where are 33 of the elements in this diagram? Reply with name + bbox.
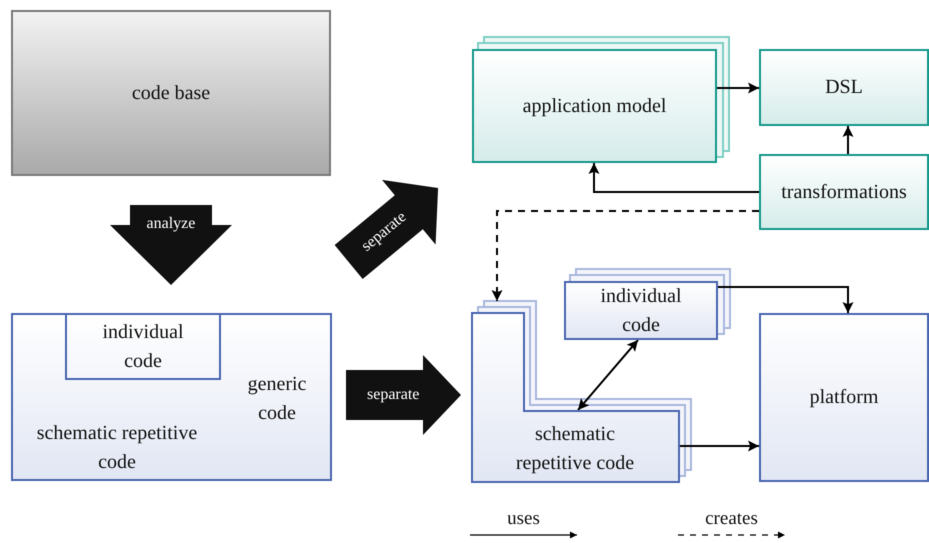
node-label: individual code <box>101 320 185 374</box>
arrow <box>718 286 854 313</box>
node-label: individual code <box>599 284 683 338</box>
process-box <box>759 49 929 126</box>
code-region <box>65 315 221 380</box>
node-label: DSL <box>825 75 863 100</box>
process-box <box>759 313 929 482</box>
edge-label: analyze <box>146 215 196 233</box>
node-label: code base <box>132 80 210 106</box>
process-box <box>11 10 331 176</box>
arrow <box>577 339 639 411</box>
node-label: application model <box>522 94 666 118</box>
node-label: schematic repetitive code <box>36 421 198 475</box>
node-label: platform <box>810 385 878 410</box>
block-arrow <box>334 180 438 279</box>
arrow <box>717 82 759 94</box>
edge-label: separate <box>367 386 420 404</box>
node-label: generic code <box>246 372 308 426</box>
block-arrow <box>346 355 461 435</box>
node-label: transformations <box>781 180 907 204</box>
arrow <box>588 163 759 193</box>
legend-label: uses <box>506 507 541 531</box>
process-box <box>472 49 717 163</box>
arrow <box>492 210 759 301</box>
process-box <box>759 154 929 230</box>
node-label: schematic repetitive code <box>514 422 636 476</box>
legend-label: creates <box>704 507 759 531</box>
arrow <box>842 126 854 154</box>
block-arrow <box>110 205 232 285</box>
arrow <box>679 440 759 452</box>
process-box <box>564 281 718 340</box>
container-box <box>11 313 332 481</box>
l-shaped-box <box>472 313 679 482</box>
